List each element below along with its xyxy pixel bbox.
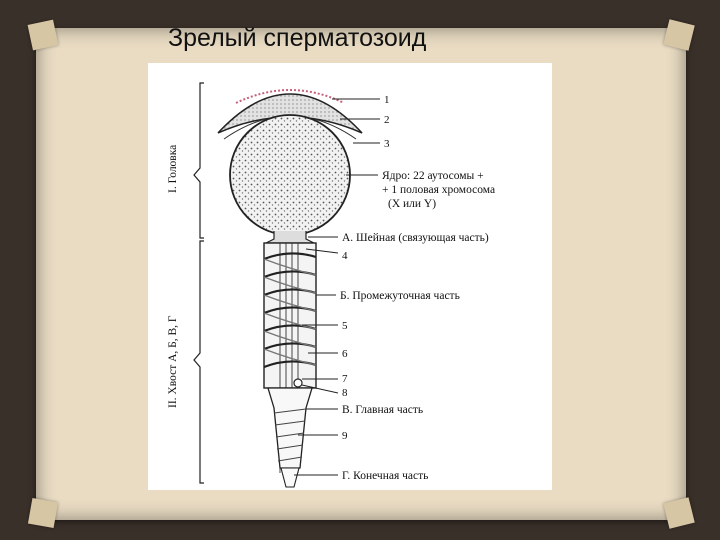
label-number-1: 1: [384, 94, 390, 106]
leader-lines: [294, 98, 380, 476]
nucleus: [229, 114, 351, 236]
fibrous-sheath: [273, 408, 307, 462]
label-number-5: 5: [342, 320, 348, 332]
label-number-8: 8: [342, 387, 348, 399]
label-number-9: 9: [342, 430, 348, 442]
paper-corner-top-left: [27, 19, 59, 51]
paper-corner-bottom-left: [27, 497, 59, 529]
tail-side-label: II. Хвост А, Б, В, Г: [167, 315, 179, 408]
nucleus-label-line2: + 1 половая хромосома: [382, 184, 495, 196]
principal-piece: [267, 387, 313, 469]
nucleus-label-line3: (X или Y): [388, 198, 436, 210]
sperm-diagram: I. Головка II. Хвост А, Б, В, Г: [148, 63, 552, 490]
tail-brace: [193, 240, 204, 484]
section-v-label: В. Главная часть: [342, 404, 423, 416]
mitochondrial-spiral-back: [263, 258, 317, 366]
head-side-label: I. Головка: [167, 145, 179, 193]
label-number-2: 2: [384, 114, 390, 126]
acrosome-outer-edge: [235, 89, 345, 104]
paper-corner-bottom-right: [663, 497, 695, 529]
sperm-diagram-svg: I. Головка II. Хвост А, Б, В, Г: [167, 82, 495, 488]
section-g-label: Г. Конечная часть: [342, 470, 428, 482]
annulus: [293, 378, 303, 388]
label-number-4: 4: [342, 250, 348, 262]
label-number-3: 3: [384, 138, 390, 150]
head-brace: [193, 82, 204, 239]
section-b-label: Б. Промежуточная часть: [340, 290, 460, 302]
label-number-6: 6: [342, 348, 348, 360]
paper-corner-top-right: [663, 19, 695, 51]
slide-title: Зрелый сперматозоид: [168, 24, 427, 52]
end-piece: [280, 467, 300, 488]
section-a-label: А. Шейная (связующая часть): [342, 232, 489, 244]
nucleus-label-line1: Ядро: 22 аутосомы +: [382, 170, 484, 182]
label-number-7: 7: [342, 373, 348, 385]
